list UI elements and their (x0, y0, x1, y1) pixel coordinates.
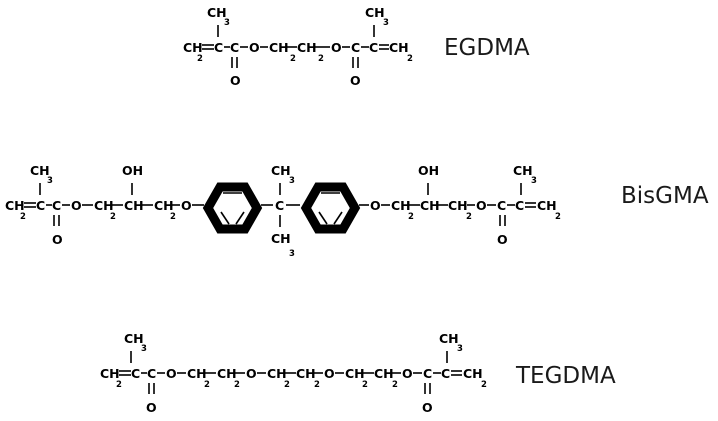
bisgma-structure: CH 2 C CH 3 C O O CH 2 CH OH CH 2 O (5, 163, 561, 259)
atom-ch2: CH (187, 366, 207, 381)
atom-ch2: CH (269, 40, 289, 55)
atom-c: C (214, 40, 223, 55)
atom-ch2: CH (537, 198, 557, 213)
subscript: 3 (457, 344, 463, 354)
subscript: 2 (290, 54, 296, 64)
atom-c: C (275, 198, 284, 213)
atom-c: C (131, 366, 140, 381)
atom-ch3: CH (124, 331, 144, 346)
atom-ch2: CH (345, 366, 365, 381)
atom-ch3: CH (271, 163, 291, 178)
atom-ch3: CH (439, 331, 459, 346)
subscript: 3 (141, 344, 147, 354)
atom-o: O (402, 366, 413, 381)
atom-ch2: CH (463, 366, 483, 381)
atom-o: O (370, 198, 381, 213)
atom-o: O (146, 400, 157, 415)
atom-ch2: CH (297, 40, 317, 55)
atom-o: O (249, 40, 260, 55)
subscript: 3 (531, 176, 537, 186)
atom-ch3: CH (365, 5, 385, 20)
atom-o: O (71, 198, 82, 213)
atom-ch: CH (420, 198, 440, 213)
subscript: 2 (362, 380, 368, 390)
atom-oh: OH (418, 163, 439, 178)
atom-ch: CH (100, 366, 120, 381)
atom-c: C (351, 40, 360, 55)
atom-ch: CH (183, 40, 203, 55)
subscript: 2 (197, 54, 203, 64)
atom-ch2: CH (389, 40, 409, 55)
subscript: 3 (289, 249, 295, 259)
atom-c: C (441, 366, 450, 381)
subscript: 2 (407, 54, 413, 64)
atom-c: C (515, 198, 524, 213)
subscript: 2 (284, 380, 290, 390)
atom-ch: CH (124, 198, 144, 213)
subscript: 2 (204, 380, 210, 390)
atom-oh: OH (122, 163, 143, 178)
atom-ch2: CH (217, 366, 237, 381)
atom-ch2: CH (448, 198, 468, 213)
atom-ch3: CH (207, 5, 227, 20)
subscript: 2 (110, 212, 116, 222)
subscript: 2 (466, 212, 472, 222)
atom-o: O (166, 366, 177, 381)
subscript: 2 (318, 54, 324, 64)
atom-ch2: CH (267, 366, 287, 381)
benzene-ring-icon (300, 182, 361, 234)
subscript: 3 (47, 176, 53, 186)
tegdma-label: TEGDMA (515, 363, 616, 389)
subscript: 2 (314, 380, 320, 390)
atom-c: C (369, 40, 378, 55)
atom-c: C (147, 366, 156, 381)
atom-ch3: CH (30, 163, 50, 178)
subscript: 3 (224, 18, 230, 28)
atom-ch2: CH (296, 366, 316, 381)
atom-c: C (497, 198, 506, 213)
subscript: 2 (481, 380, 487, 390)
subscript: 2 (170, 212, 176, 222)
subscript: 2 (408, 212, 414, 222)
atom-o: O (497, 232, 508, 247)
atom-o: O (422, 400, 433, 415)
atom-ch: CH (5, 198, 25, 213)
atom-o: O (324, 366, 335, 381)
atom-ch2: CH (94, 198, 114, 213)
atom-c: C (423, 366, 432, 381)
tegdma-structure: CH 2 C CH 3 C O O CH 2 CH 2 O CH 2 CH 2 … (100, 331, 487, 415)
atom-ch3: CH (271, 231, 291, 246)
subscript: 2 (20, 212, 26, 222)
atom-o: O (52, 232, 63, 247)
subscript: 2 (116, 380, 122, 390)
atom-o: O (230, 73, 241, 88)
atom-c: C (36, 198, 45, 213)
atom-o: O (181, 198, 192, 213)
atom-o: O (331, 40, 342, 55)
egdma-label: EGDMA (444, 35, 530, 61)
subscript: 2 (392, 380, 398, 390)
atom-ch2: CH (391, 198, 411, 213)
atom-o: O (476, 198, 487, 213)
subscript: 2 (234, 380, 240, 390)
bisgma-label: BisGMA (621, 183, 709, 209)
atom-o: O (350, 73, 361, 88)
atom-ch2: CH (374, 366, 394, 381)
atom-ch3: CH (513, 163, 533, 178)
benzene-ring-icon (202, 182, 263, 234)
atom-o: O (246, 366, 257, 381)
atom-c: C (230, 40, 239, 55)
subscript: 2 (555, 212, 561, 222)
atom-ch2: CH (154, 198, 174, 213)
atom-c: C (52, 198, 61, 213)
subscript: 3 (289, 176, 295, 186)
subscript: 3 (383, 18, 389, 28)
egdma-structure: CH 2 C CH 3 C O O CH 2 CH 2 O C O C CH (183, 5, 413, 88)
